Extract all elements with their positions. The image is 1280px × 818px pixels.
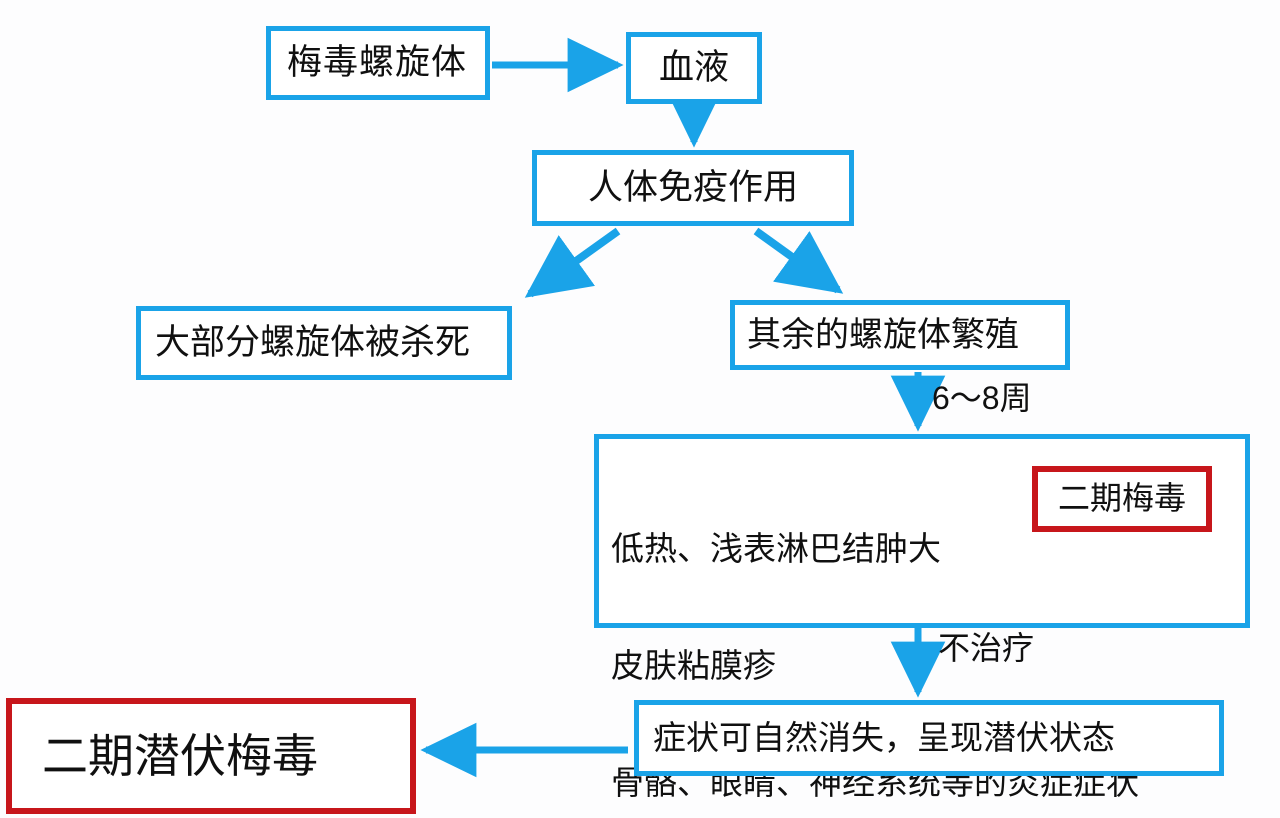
node-most-spirochetes-killed[interactable]: 大部分螺旋体被杀死 [136, 306, 512, 380]
edge-immune-to-killed [524, 227, 621, 298]
symptom-line-1: 低热、浅表淋巴结肿大 [611, 529, 941, 567]
edge-immune-to-multiply [753, 227, 844, 294]
edge-label-no-treatment: 不治疗 [938, 630, 1035, 666]
node-blood[interactable]: 血液 [626, 32, 762, 104]
node-immune-response[interactable]: 人体免疫作用 [532, 150, 854, 226]
node-remaining-spirochetes-multiply[interactable]: 其余的螺旋体繁殖 [730, 300, 1070, 370]
node-secondary-latent-syphilis[interactable]: 二期潜伏梅毒 [6, 698, 416, 814]
node-treponema[interactable]: 梅毒螺旋体 [266, 26, 490, 100]
edge-label-weeks: 6～8周 [932, 380, 1032, 416]
node-secondary-syphilis-badge[interactable]: 二期梅毒 [1032, 466, 1212, 532]
node-symptoms-resolve-latent[interactable]: 症状可自然消失，呈现潜伏状态 [634, 700, 1224, 776]
symptom-line-2: 皮肤粘膜疹 [611, 646, 776, 684]
